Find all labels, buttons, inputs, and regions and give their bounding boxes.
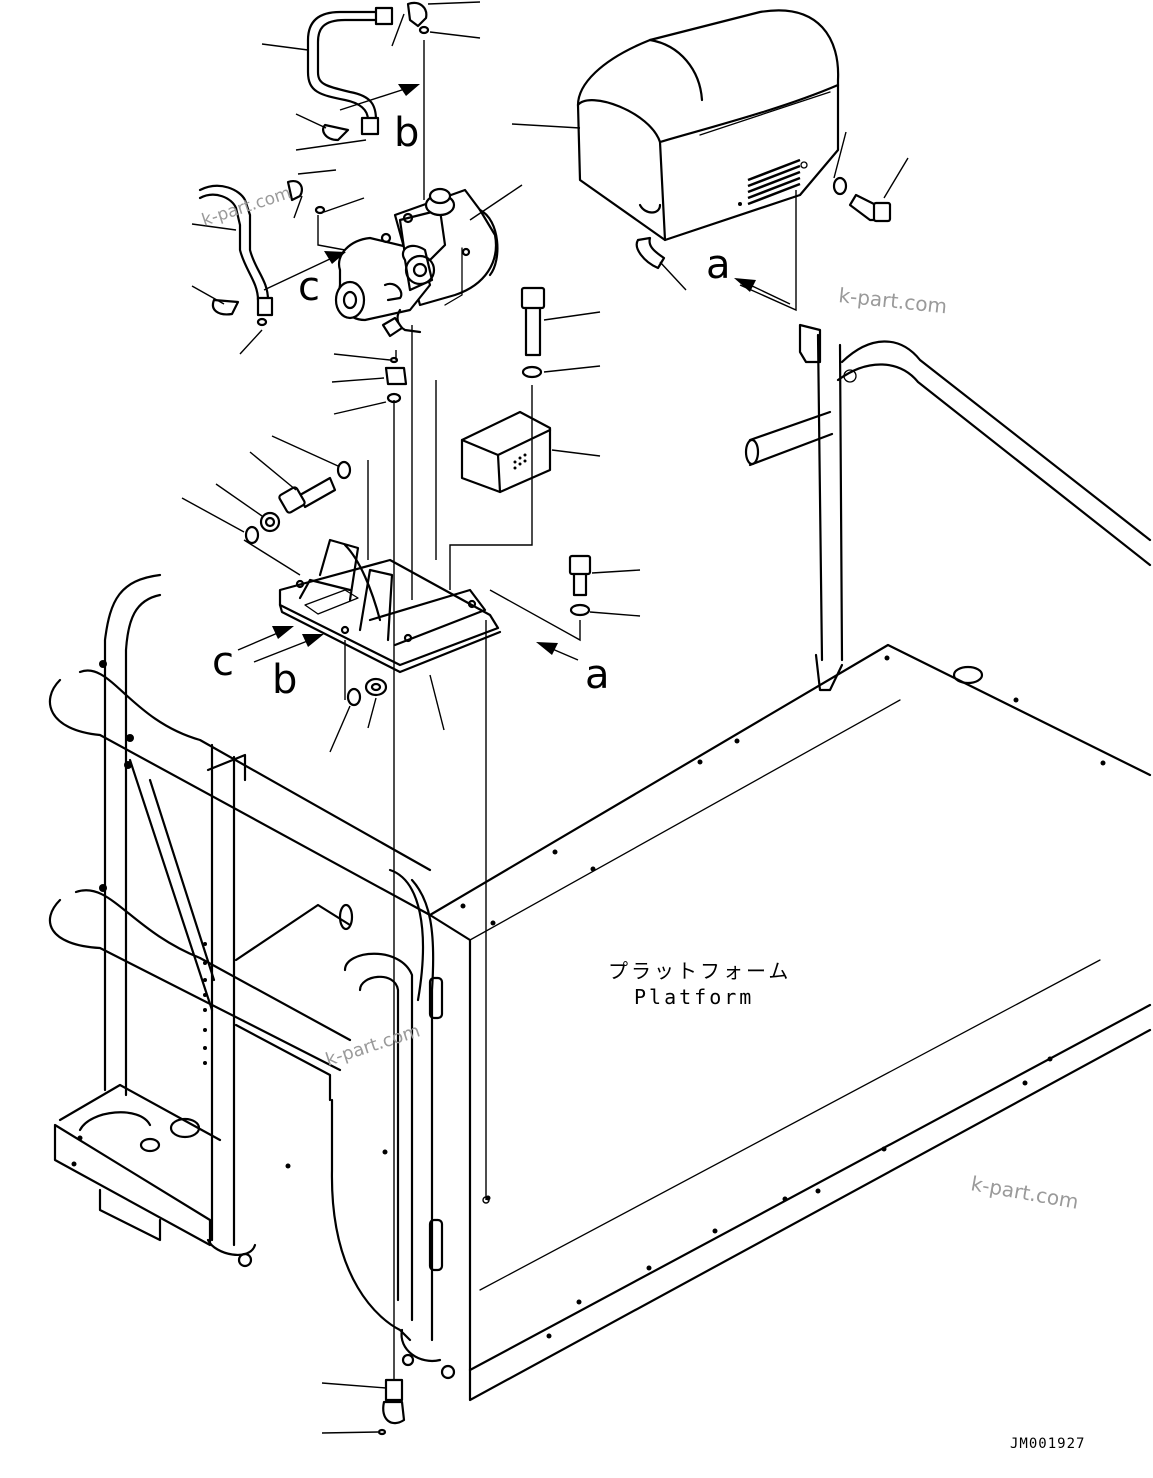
leader-lines xyxy=(181,1,909,1434)
control-box xyxy=(460,410,552,494)
pump-motor-assembly xyxy=(334,187,499,338)
arrow-b-top xyxy=(398,84,420,96)
watermark-top-right: k-part.com xyxy=(837,283,948,318)
watermarks: k-part.com k-part.com k-part.com k-part.… xyxy=(199,183,1080,1214)
cover-bolt xyxy=(832,176,892,223)
left-railing-frame xyxy=(48,573,456,1380)
arrow-b-bottom xyxy=(302,634,324,647)
reference-lines xyxy=(243,40,797,1380)
platform-label-en: Platform xyxy=(634,985,754,1009)
drawing-code: JM001927 xyxy=(1010,1436,1085,1452)
cover-assembly xyxy=(576,9,892,270)
watermark-bottom-right: k-part.com xyxy=(969,1171,1080,1214)
arrow-c-bottom xyxy=(272,626,294,639)
platform-deck xyxy=(285,643,1152,1402)
view-label-c-top: c xyxy=(298,264,320,310)
arrow-c-top xyxy=(324,251,346,264)
view-label-a-bottom: a xyxy=(585,652,610,698)
view-label-c-bottom: c xyxy=(212,639,234,685)
mounting-bracket xyxy=(278,538,502,674)
watermark-top-left: k-part.com xyxy=(199,183,293,231)
platform-label-jp: プラットフォーム xyxy=(608,959,791,983)
view-arrows xyxy=(237,84,791,663)
fasteners xyxy=(244,286,592,707)
arrow-a-top xyxy=(734,278,756,292)
view-labels: b c a c b a xyxy=(212,110,731,703)
hydraulic-tubes xyxy=(198,1,430,1436)
view-label-b-bottom: b xyxy=(272,657,297,703)
right-handrail xyxy=(744,323,1152,692)
watermark-middle: k-part.com xyxy=(323,1020,423,1070)
arrow-a-bottom xyxy=(536,642,558,655)
view-label-b-top: b xyxy=(394,110,419,156)
view-label-a-top: a xyxy=(706,242,731,288)
